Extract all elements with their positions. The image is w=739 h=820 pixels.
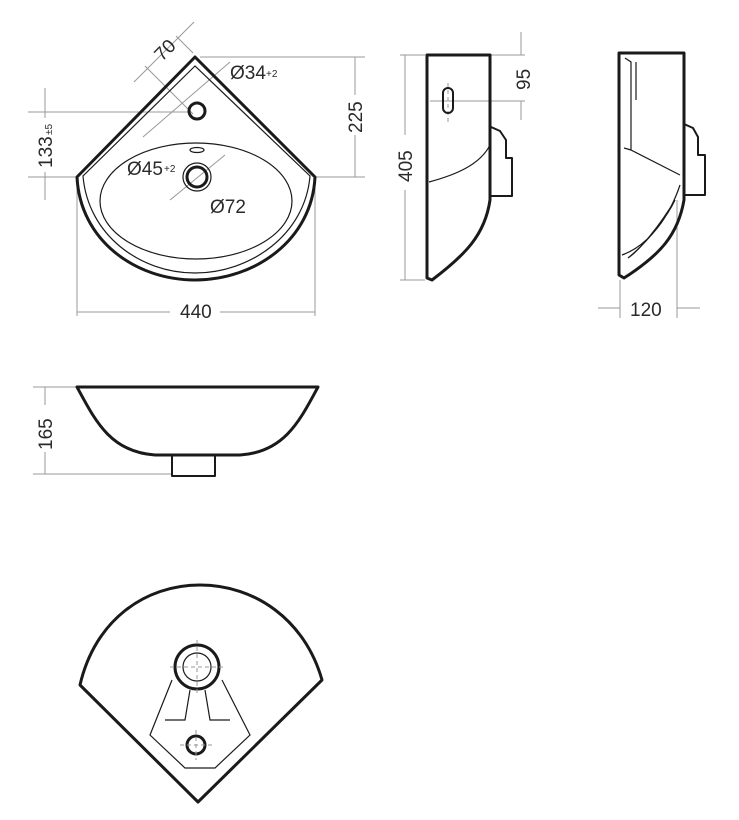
dim-440: 440 xyxy=(180,302,212,323)
bowl xyxy=(99,142,293,260)
top-view: 70 Ø34 +2 Ø45 +2 Ø72 225 133 ±5 440 xyxy=(28,21,367,323)
dim-165: 165 xyxy=(36,418,57,450)
dim-drain: Ø45 xyxy=(127,159,163,180)
dim-225: 225 xyxy=(346,101,367,133)
bottom-outline xyxy=(78,583,324,804)
side-view: 405 95 xyxy=(396,32,535,282)
basin-outline xyxy=(75,55,317,282)
tap-hole xyxy=(187,101,207,121)
dim-120: 120 xyxy=(630,300,662,321)
wall-bracket xyxy=(490,126,513,197)
rear-outline xyxy=(617,51,686,280)
dim-133: 133 xyxy=(36,136,57,168)
front-outline xyxy=(75,385,320,457)
drain-outer xyxy=(182,162,212,192)
dim-405: 405 xyxy=(396,150,417,182)
dim-133-tol: ±5 xyxy=(44,124,55,135)
dim-drain-outer: Ø72 xyxy=(210,197,246,218)
basin-rim xyxy=(82,65,311,274)
dim-tap-hole-tol: +2 xyxy=(266,69,278,80)
bottom-view xyxy=(78,583,324,804)
side-outline xyxy=(425,53,492,282)
dim-95: 95 xyxy=(514,69,535,90)
overflow-slot xyxy=(442,87,454,114)
drain-spigot xyxy=(171,454,216,477)
overflow-hole xyxy=(189,146,205,154)
dim-tap-hole: Ø34 xyxy=(230,63,266,84)
drain-hole xyxy=(185,165,209,189)
dim-drain-tol: +2 xyxy=(164,164,176,175)
rear-view: 120 xyxy=(598,51,706,321)
dimension-lines xyxy=(28,21,365,316)
front-view: 165 xyxy=(33,385,320,477)
